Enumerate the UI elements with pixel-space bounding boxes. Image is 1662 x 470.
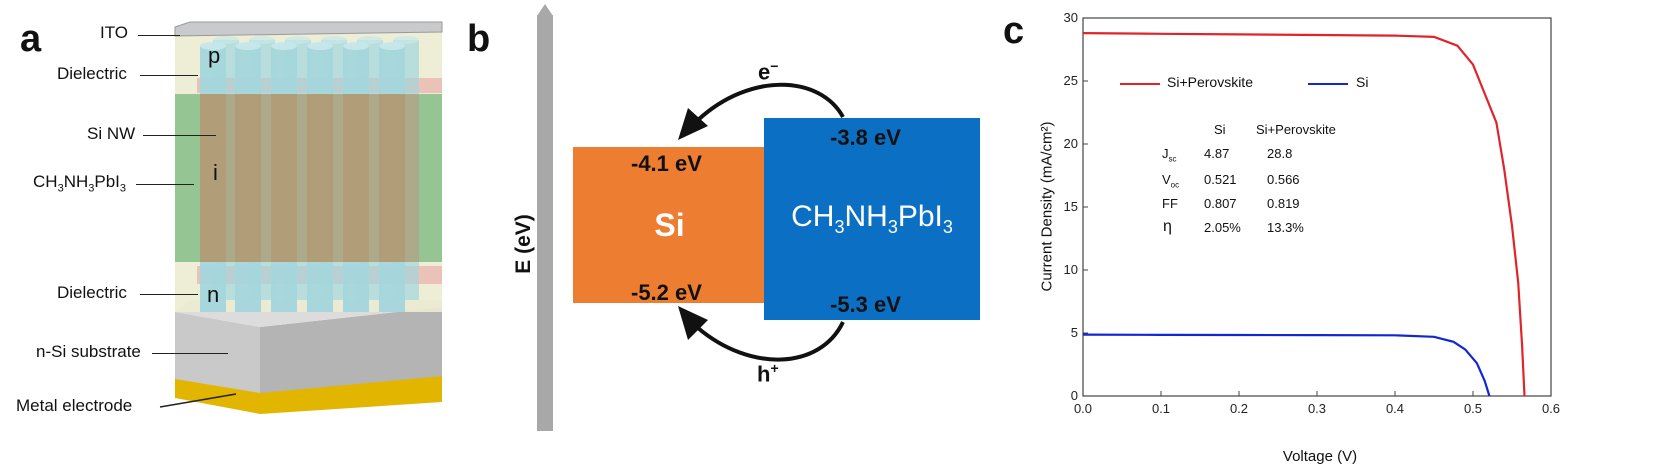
electron-transfer-arrow <box>696 82 845 122</box>
legend-line-si-perovskite <box>1120 83 1160 85</box>
perovskite-bottom-energy: -5.3 eV <box>830 292 901 317</box>
x-tick-label: 0.0 <box>1074 401 1092 416</box>
si-band-box: Si <box>573 147 766 303</box>
table-header-si: Si <box>1214 122 1226 137</box>
nanowire-back-cap <box>249 36 275 44</box>
table-row-voc: Voc 0.521 0.566 <box>1162 172 1300 190</box>
table-header-perovskite: Si+Perovskite <box>1256 122 1336 137</box>
perovskite-top-energy: -3.8 eV <box>830 125 901 150</box>
panel-a-letter: a <box>20 18 42 60</box>
y-tick-label: 10 <box>1064 262 1078 277</box>
nanowire-front-cap <box>271 42 297 50</box>
panel-c-letter: c <box>1003 10 1025 52</box>
n-layer-letter: n <box>207 282 220 307</box>
nanowire-front-cap <box>200 42 226 50</box>
x-tick-label: 0.3 <box>1308 401 1326 416</box>
substrate-leader <box>152 353 228 354</box>
y-axis-label: Current Density (mA/cm²) <box>1038 121 1056 292</box>
nanowire-front-intrinsic <box>200 94 226 262</box>
perovskite-band-box: CH3NH3PbI3 <box>764 118 980 320</box>
substrate-side <box>260 307 442 393</box>
y-tick-label: 20 <box>1064 136 1078 151</box>
nanowire-back-cap <box>285 36 311 44</box>
y-tick-label: 15 <box>1064 199 1078 214</box>
dielectric-top-leader <box>140 75 198 76</box>
nanowire-front-intrinsic <box>307 94 333 262</box>
y-tick-label: 0 <box>1071 388 1078 403</box>
nanowire-back-cap <box>321 36 347 44</box>
nanowire-front-intrinsic <box>343 94 369 262</box>
legend-label-si-perovskite: Si+Perovskite <box>1167 74 1253 90</box>
electron-label: e− <box>758 58 779 85</box>
nanowire-front-cap <box>379 42 405 50</box>
panel-b-letter: b <box>467 18 491 60</box>
si-top-energy: -4.1 eV <box>631 151 702 176</box>
nanowire-back-cap <box>213 36 239 44</box>
i-layer-letter: i <box>213 160 218 185</box>
perovskite-label: CH3NH3PbI3 <box>33 172 127 195</box>
table-row-jsc: Jsc 4.87 28.8 <box>1162 146 1293 164</box>
nanowire-back-cap <box>393 36 419 44</box>
table-row-ff: FF 0.807 0.819 <box>1162 196 1300 211</box>
series-line-si-perovskite <box>1082 32 1526 397</box>
perovskite-leader <box>136 184 194 185</box>
si-nw-leader <box>143 135 216 136</box>
series-line-si <box>1082 333 1491 397</box>
energy-axis-arrow <box>537 4 553 431</box>
dielectric-bottom-leader <box>140 294 198 295</box>
y-tick-label: 25 <box>1064 73 1078 88</box>
hole-transfer-arrow <box>696 321 845 362</box>
electron-arrow-head <box>678 108 708 140</box>
y-tick-label: 30 <box>1064 10 1078 25</box>
substrate-label: n-Si substrate <box>36 342 141 361</box>
nanowire-front-cap <box>343 42 369 50</box>
nanowire-front-intrinsic <box>271 94 297 262</box>
p-layer-letter: p <box>208 43 221 68</box>
x-axis-label: Voltage (V) <box>1282 448 1358 465</box>
legend-line-si <box>1308 83 1348 85</box>
substrate-front <box>175 312 260 393</box>
perovskite-band-label: CH3NH3PbI3 <box>791 200 953 237</box>
x-tick-label: 0.5 <box>1464 401 1482 416</box>
nanowire-front-cap <box>235 42 261 50</box>
nanowire-front-intrinsic <box>379 94 405 262</box>
electrode-leader <box>159 393 237 408</box>
hole-label: h+ <box>757 360 779 387</box>
nanowire-back-cap <box>357 36 383 44</box>
x-tick-label: 0.6 <box>1542 401 1560 416</box>
y-tick-label: 5 <box>1071 325 1078 340</box>
table-row-efficiency: η 2.05% 13.3% <box>1163 218 1304 235</box>
dielectric-top-label: Dielectric <box>57 64 127 83</box>
x-tick-label: 0.4 <box>1386 401 1404 416</box>
hole-arrow-head <box>678 306 708 340</box>
ito-layer <box>174 21 443 37</box>
legend-label-si: Si <box>1356 74 1369 90</box>
electrode-label: Metal electrode <box>16 396 133 415</box>
ito-label: ITO <box>100 23 129 42</box>
si-bottom-energy: -5.2 eV <box>631 280 702 305</box>
si-nw-label: Si NW <box>87 124 136 143</box>
ito-leader <box>138 35 180 36</box>
nanowire-front-cap <box>307 42 333 50</box>
nanowire-front-intrinsic <box>235 94 261 262</box>
dielectric-bottom-label: Dielectric <box>57 283 127 302</box>
si-band-label: Si <box>654 206 685 243</box>
x-tick-label: 0.1 <box>1152 401 1170 416</box>
x-tick-label: 0.2 <box>1230 401 1248 416</box>
